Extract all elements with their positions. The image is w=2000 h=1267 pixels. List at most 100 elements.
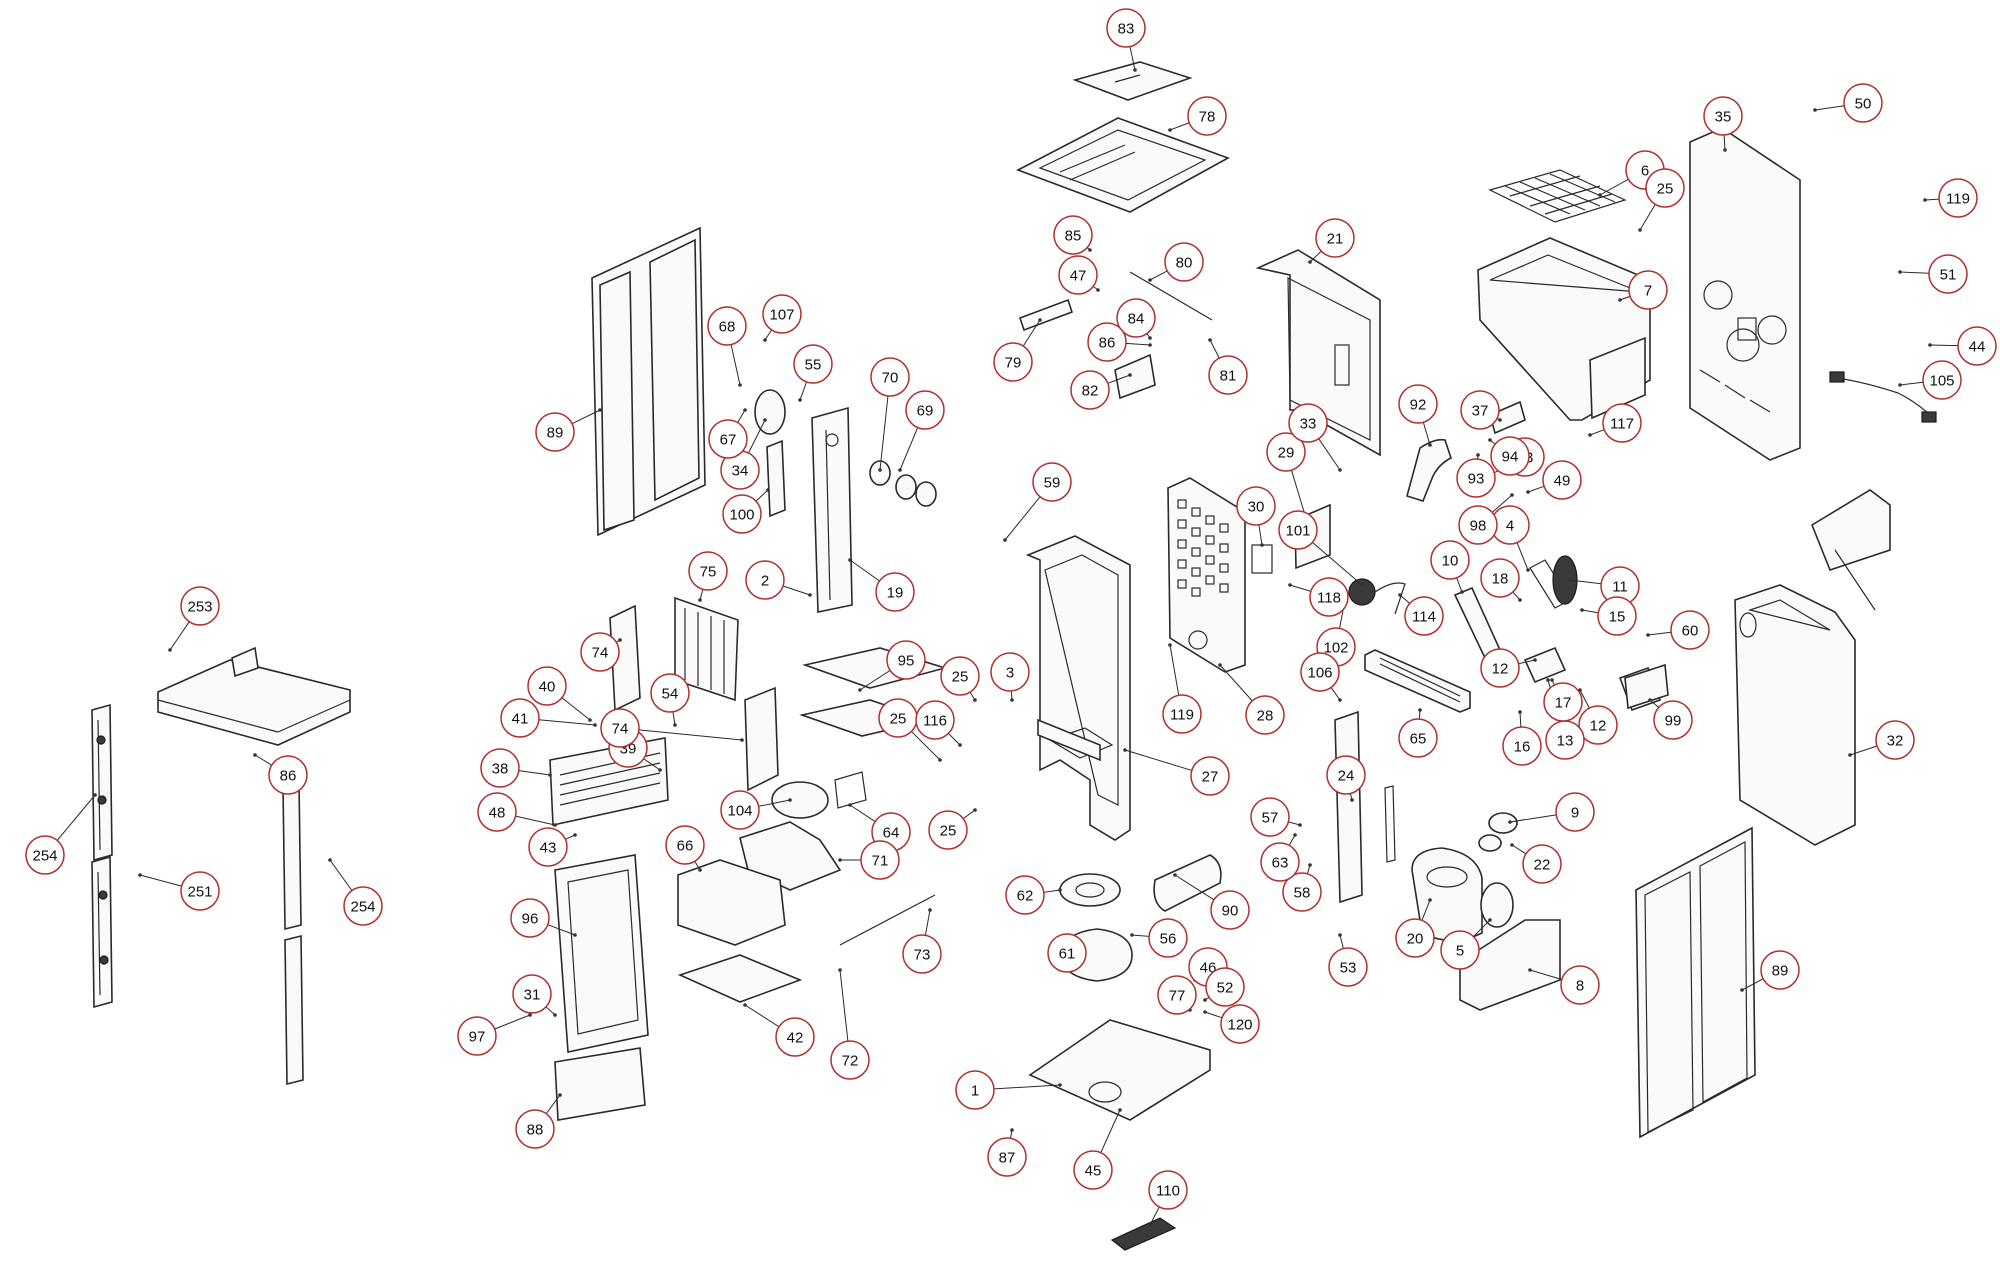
callout-circle [1560,965,1600,1005]
leader-tip [1148,336,1152,340]
callout-74: 74 [580,632,622,672]
leader-line [1288,821,1301,826]
leader-tip [1646,633,1650,637]
callout-number: 66 [677,838,694,855]
leader-tip [1533,658,1537,662]
callout-77: 77 [1157,975,1197,1015]
leader-tip [838,968,842,972]
leader-tip [1350,798,1354,802]
callout-25: 25 [928,808,977,850]
callout-63: 63 [1260,833,1300,882]
callout-55: 55 [793,344,833,402]
leader-tip [958,743,962,747]
callout-number: 10 [1442,553,1459,570]
leader-tip [253,753,257,757]
leader-line [748,419,766,454]
callout-circle [1922,360,1962,400]
callout-89: 89 [1740,950,1800,992]
leader-tip [1168,128,1172,132]
callout-33: 33 [1288,403,1342,472]
callout-number: 94 [1502,449,1519,466]
callout-48: 48 [477,792,557,832]
callout-7: 7 [1618,270,1668,310]
callout-58: 58 [1282,863,1322,912]
leader-tip [1723,148,1727,152]
callout-number: 74 [612,721,629,738]
leader-line [518,770,551,776]
callout-number: 119 [1946,191,1970,208]
power-cord [1829,371,1937,423]
leader-tip [1598,193,1602,197]
leader-line [699,589,704,601]
leader-line [1209,339,1220,359]
callout-circle [905,390,945,430]
callout-circle [1073,1150,1113,1190]
leader-tip [973,808,977,812]
callout-circle [1456,458,1496,498]
leader-line [561,697,591,721]
callout-number: 51 [1940,267,1957,284]
leader-tip [1308,863,1312,867]
leader-tip [798,398,802,402]
callout-circle [1005,875,1045,915]
callout-number: 89 [1772,963,1789,980]
callout-circle [1398,718,1438,758]
leader-line [1509,814,1557,823]
callout-59: 59 [1003,462,1072,542]
callout-95: 95 [858,640,926,692]
leader-tip [1923,198,1927,202]
callout-circle [1148,918,1188,958]
brackets-cluster [1018,271,1213,400]
callout-40: 40 [527,666,592,722]
callout-number: 65 [1410,731,1427,748]
callout-number: 58 [1294,885,1311,902]
callout-circle [268,755,308,795]
callout-circle [1502,726,1542,766]
callout-circle [343,886,383,926]
callout-circle [480,748,520,788]
callout-29: 29 [1266,432,1307,517]
leader-line [879,395,889,471]
callout-number: 38 [492,761,509,778]
leader-line [571,409,601,425]
callout-number: 81 [1220,368,1237,385]
callout-circle [1430,540,1470,580]
exhaust-blower [1411,812,1561,1011]
leader-tip [1498,418,1502,422]
callout-52: 52 [1203,967,1245,1007]
callout-circle [1208,355,1248,395]
callout-circle [477,792,517,832]
leader-tip [673,723,677,727]
leader-line [1288,834,1296,846]
callout-253: 253 [168,586,220,652]
leader-line [1422,422,1431,446]
callout-number: 54 [662,686,679,703]
callout-number: 253 [187,599,212,616]
callout-number: 40 [539,679,556,696]
leader-line [764,329,773,341]
leader-tip [763,338,767,342]
callout-number: 44 [1969,339,1986,356]
callout-number: 117 [1610,416,1634,433]
leader-tip [808,593,812,597]
callout-21: 21 [1308,218,1355,264]
leader-tip [766,488,770,492]
callout-number: 67 [720,432,737,449]
callout-circle [1047,933,1087,973]
leader-tip [1546,678,1550,682]
callout-84: 84 [1116,298,1156,340]
callout-1: 1 [955,1070,1062,1110]
leader-line [1219,664,1253,702]
callout-number: 1 [971,1083,979,1100]
callout-number: 82 [1082,383,1099,400]
callout-number: 9 [1571,805,1579,822]
callout-62: 62 [1005,875,1062,915]
callout-110: 110 [1148,1170,1188,1227]
callout-number: 41 [512,711,529,728]
callout-circle [1928,254,1968,294]
callout-24: 24 [1326,755,1366,802]
callout-number: 18 [1492,571,1509,588]
callout-15: 15 [1580,596,1637,636]
leader-tip [738,383,742,387]
callout-number: 114 [1412,609,1436,626]
